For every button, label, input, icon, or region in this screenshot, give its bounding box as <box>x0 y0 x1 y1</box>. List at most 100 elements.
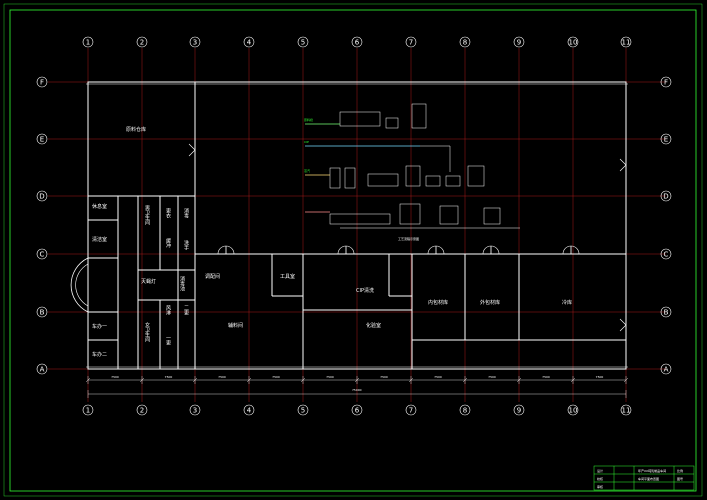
col-bubble-bottom-2-label: 2 <box>140 406 144 414</box>
col-bubble-top-11-circle <box>620 36 632 48</box>
process-caption: 工艺流程示意图 <box>398 236 419 241</box>
col-bubble-bottom-9-circle <box>513 404 525 416</box>
col-bubble-top-2-circle <box>136 36 148 48</box>
col-bubble-bottom-8-circle <box>459 404 471 416</box>
row-bubble-left-D-circle <box>36 190 48 202</box>
col-bubble-top-3-label: 3 <box>193 38 197 46</box>
row-bubble-left-D-label: D <box>39 192 44 200</box>
col-bubble-bottom-5-label: 5 <box>301 406 305 414</box>
dimension-lines <box>85 376 629 398</box>
svg-text:消毒: 消毒 <box>183 207 189 219</box>
span-dimension: 7500 <box>596 375 604 379</box>
row-bubble-right-D-label: D <box>663 192 668 200</box>
building-walls <box>86 81 628 370</box>
row-bubble-right-F-circle <box>660 76 672 88</box>
svg-text:风淋: 风淋 <box>165 305 171 316</box>
col-bubble-top-1-circle <box>82 36 94 48</box>
title-block <box>593 465 695 491</box>
row-bubble-right-F-label: F <box>664 78 668 86</box>
col-bubble-top-11-label: 11 <box>622 38 631 46</box>
row-bubble-right-C-circle <box>660 248 672 260</box>
room-outer-pack: 外包材库 <box>480 299 500 306</box>
entrance-canopy-inner <box>75 263 89 307</box>
col-bubble-bottom-3-label: 3 <box>193 406 197 414</box>
room-inner-pack: 内包材库 <box>428 299 448 306</box>
svg-text:男卫生间: 男卫生间 <box>144 205 150 226</box>
col-bubble-bottom-1-circle <box>82 404 94 416</box>
room-lab: 化验室 <box>366 322 381 329</box>
title-row-approve: 审核 <box>597 484 603 489</box>
col-bubble-top-6-label: 6 <box>355 38 360 46</box>
span-dimension: 7500 <box>380 375 388 379</box>
col-bubble-bottom-1-label: 1 <box>86 406 90 414</box>
row-bubble-right-A-circle <box>660 363 672 375</box>
room-cip: CIP清洗 <box>356 287 374 294</box>
span-dimension: 7500 <box>326 375 334 379</box>
row-bubble-right-B-label: B <box>664 308 669 316</box>
room-rest: 休息室 <box>92 203 107 210</box>
span-dimension: 7500 <box>434 375 442 379</box>
col-bubble-bottom-6-label: 6 <box>355 406 360 414</box>
process-label-milk: 原料奶 <box>304 117 313 122</box>
row-bubble-right-C-label: C <box>664 250 669 258</box>
row-bubble-right-A-label: A <box>664 365 669 373</box>
col-bubble-top-7-label: 7 <box>409 38 413 46</box>
process-pipes-colored <box>305 123 420 213</box>
col-bubble-bottom-4-circle <box>243 404 255 416</box>
row-bubble-left-A-circle <box>36 363 48 375</box>
row-bubble-left-E-circle <box>36 133 48 145</box>
title-drawing: 车间平面布置图 <box>638 476 659 481</box>
title-row-design: 设计 <box>597 468 603 473</box>
col-bubble-top-4-label: 4 <box>247 38 252 46</box>
span-dimension: 7500 <box>218 375 226 379</box>
door-swings <box>188 143 627 332</box>
svg-text:女卫生间: 女卫生间 <box>144 321 150 343</box>
entrance-canopy <box>70 257 89 313</box>
row-bubble-left-F-label: F <box>40 78 44 86</box>
svg-text:洗手: 洗手 <box>183 239 189 251</box>
svg-text:更衣: 更衣 <box>165 208 171 219</box>
col-bubble-top-10-circle <box>567 36 579 48</box>
col-bubble-top-4-circle <box>243 36 255 48</box>
svg-text:缓冲: 缓冲 <box>165 237 171 249</box>
span-dimension: 7500 <box>272 375 280 379</box>
process-schematic <box>305 103 520 229</box>
col-bubble-bottom-6-circle <box>351 404 363 416</box>
col-bubble-top-10-label: 10 <box>569 38 578 46</box>
room-aux: 辅料间 <box>228 322 243 329</box>
span-dimension: 7500 <box>542 375 550 379</box>
col-bubble-bottom-10-label: 10 <box>569 406 578 414</box>
svg-text:二更: 二更 <box>183 305 189 316</box>
row-bubble-right-E-label: E <box>664 135 668 143</box>
col-bubble-top-8-label: 8 <box>463 38 467 46</box>
outer-frame <box>3 3 703 497</box>
span-dimension: 7500 <box>488 375 496 379</box>
total-dimension: 75000 <box>352 388 362 392</box>
col-bubble-top-5-circle <box>297 36 309 48</box>
room-cold-store: 冷库 <box>562 299 572 306</box>
row-bubble-left-C-label: C <box>40 250 45 258</box>
row-bubble-left-C-circle <box>36 248 48 260</box>
col-bubble-bottom-11-circle <box>620 404 632 416</box>
col-bubble-bottom-8-label: 8 <box>463 406 467 414</box>
col-bubble-top-3-circle <box>189 36 201 48</box>
room-blending: 调配间 <box>205 273 220 280</box>
col-bubble-top-9-label: 9 <box>517 38 521 46</box>
row-bubble-right-D-circle <box>660 190 672 202</box>
svg-text:消毒池: 消毒池 <box>179 275 185 291</box>
row-bubble-right-E-circle <box>660 133 672 145</box>
col-bubble-bottom-11-label: 11 <box>622 406 631 414</box>
row-bubble-left-B-circle <box>36 306 48 318</box>
axis-grid <box>48 48 666 402</box>
row-bubble-left-B-label: B <box>40 308 45 316</box>
sheet-border <box>9 9 697 492</box>
col-bubble-top-8-circle <box>459 36 471 48</box>
row-bubble-left-F-circle <box>36 76 48 88</box>
row-bubble-right-B-circle <box>660 306 672 318</box>
col-bubble-bottom-7-label: 7 <box>409 406 413 414</box>
col-bubble-bottom-4-label: 4 <box>247 406 252 414</box>
process-label-cip: CIP <box>304 140 309 144</box>
